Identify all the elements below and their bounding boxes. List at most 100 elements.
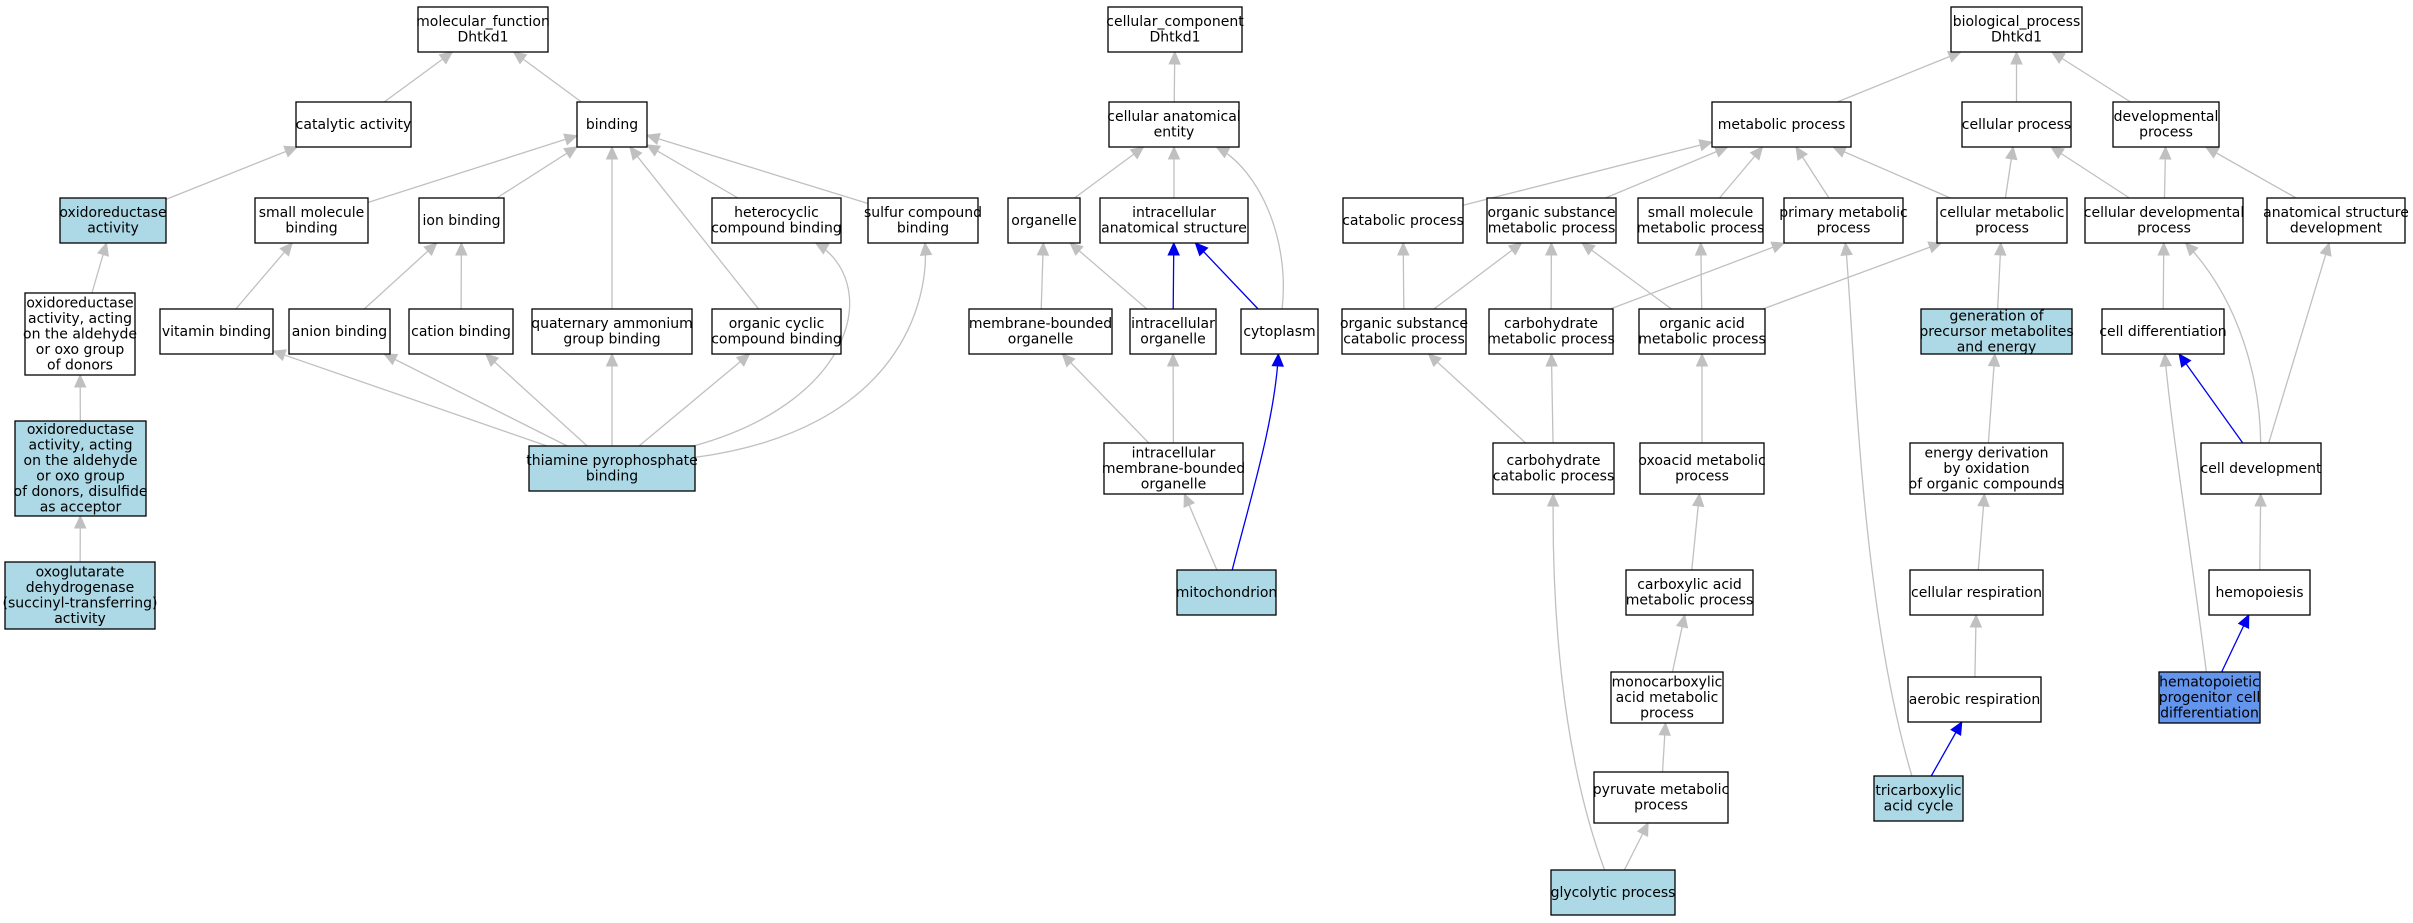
node-ionbind[interactable]: ion binding xyxy=(418,197,505,244)
node-box xyxy=(1007,197,1081,244)
node-label-line: of organic compounds xyxy=(1909,476,2065,492)
edge-mcamp-to-camp xyxy=(1671,613,1689,673)
node-celldev[interactable]: cell development xyxy=(2200,442,2322,495)
edge-arrowhead xyxy=(1061,353,1076,368)
node-box xyxy=(531,308,693,355)
node-anionbind[interactable]: anion binding xyxy=(288,308,391,355)
edge-arrowhead xyxy=(1427,353,1443,368)
edge-line xyxy=(2185,242,2262,444)
node-box xyxy=(1341,308,1467,355)
edge-io-to-organelle xyxy=(1069,242,1148,310)
node-metproc[interactable]: metabolic process xyxy=(1711,101,1852,148)
node-cationbind[interactable]: cation binding xyxy=(408,308,514,355)
node-cellresp[interactable]: cellular respiration xyxy=(1909,569,2044,616)
node-organelle[interactable]: organelle xyxy=(1007,197,1081,244)
edge-devproc-to-bp xyxy=(2050,51,2131,103)
node-label-line: activity xyxy=(54,611,106,627)
edge-arrowhead xyxy=(1183,492,1196,508)
node-catalytic[interactable]: catalytic activity xyxy=(295,101,412,148)
node-label-line: Dhtkd1 xyxy=(457,30,508,46)
node-label-line: (succinyl-transferring) xyxy=(3,596,158,612)
node-vitbind[interactable]: vitamin binding xyxy=(159,308,274,355)
node-aerresp[interactable]: aerobic respiration xyxy=(1907,676,2042,723)
node-celldiff[interactable]: cell differentiation xyxy=(2099,308,2227,355)
node-label-line: anatomical structure xyxy=(2263,205,2409,221)
edge-celldev-to-asd xyxy=(2268,241,2332,444)
node-label-line: differentiation xyxy=(2160,705,2259,721)
node-label-line: cell differentiation xyxy=(2099,324,2226,340)
node-binding[interactable]: binding xyxy=(576,101,648,148)
edge-line xyxy=(1194,242,1259,310)
node-glyco[interactable]: glycolytic process xyxy=(1550,869,1676,916)
edge-line xyxy=(1061,353,1150,444)
node-label-line: binding xyxy=(285,221,337,237)
node-hemo[interactable]: hemopoiesis xyxy=(2208,569,2311,616)
node-cytoplasm[interactable]: cytoplasm xyxy=(1240,308,1319,355)
edge-arrowhead xyxy=(563,133,579,146)
edge-oxoacid-to-oamp xyxy=(1695,352,1709,443)
node-mito[interactable]: mitochondrion xyxy=(1176,569,1278,616)
node-box xyxy=(1129,308,1217,355)
node-label-line: organelle xyxy=(1140,332,1205,348)
edge-line xyxy=(485,353,588,447)
edge-line xyxy=(638,353,750,447)
edge-cdp-to-cellproc xyxy=(2050,146,2130,199)
node-cellproc[interactable]: cellular process xyxy=(1961,101,2072,148)
node-oxoglut[interactable]: oxoglutaratedehydrogenase(succinyl-trans… xyxy=(3,561,158,630)
edge-arrowhead xyxy=(1168,50,1181,65)
node-catabproc[interactable]: catabolic process xyxy=(1342,197,1464,244)
edge-oamp-to-smmp xyxy=(1694,241,1708,310)
edge-line xyxy=(1183,493,1218,571)
edge-catabproc-to-metproc xyxy=(1462,139,1714,206)
edge-arrowhead xyxy=(814,242,830,255)
node-label-line: tricarboxylic xyxy=(1875,783,1961,799)
node-box xyxy=(1909,442,2064,495)
node-label-line: process xyxy=(1817,221,1871,237)
node-label-line: process xyxy=(2139,125,2193,141)
node-label-line: anion binding xyxy=(292,324,387,340)
edge-orgcycbind-to-binding xyxy=(629,146,760,310)
edge-glyco-to-pyrmp xyxy=(1623,821,1649,871)
edge-arrowhead xyxy=(1694,241,1708,256)
node-box xyxy=(1639,442,1765,495)
node-label-line: entity xyxy=(1154,125,1195,141)
edge-tppbind-to-anionbind xyxy=(383,353,568,447)
edge-arrowhead xyxy=(1695,352,1709,367)
